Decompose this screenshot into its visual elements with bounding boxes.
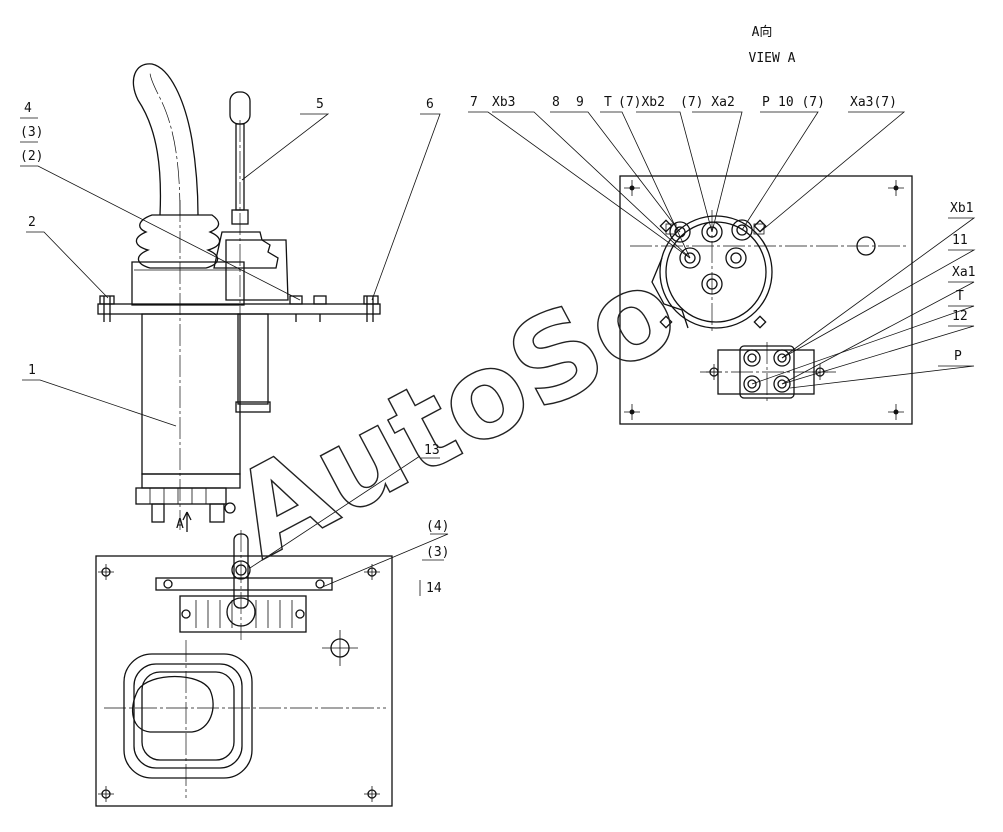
- label-3-upper: (3): [20, 125, 43, 140]
- label-7: 7: [470, 95, 478, 110]
- view-a-leaders: [468, 111, 976, 389]
- label-14: 14: [426, 581, 442, 596]
- label-5: 5: [316, 97, 324, 112]
- corner-holes-top-view: [98, 564, 380, 802]
- label-xb1: Xb1: [950, 201, 973, 216]
- side-view-leaders: [20, 113, 441, 459]
- label-p-top: P: [762, 95, 770, 110]
- view-title-cn: A向: [752, 24, 773, 40]
- label-xb3: Xb3: [492, 95, 515, 110]
- flange-ports: [665, 219, 765, 295]
- label-7-xa2: (7) Xa2: [680, 95, 735, 110]
- section-mark: A: [176, 517, 184, 532]
- label-1: 1: [28, 363, 36, 378]
- label-8: 8: [552, 95, 560, 110]
- label-xa3-7: Xa3(7): [850, 95, 897, 110]
- label-9: 9: [576, 95, 584, 110]
- label-xa1: Xa1: [952, 265, 975, 280]
- label-p-right: P: [954, 349, 962, 364]
- label-13: 13: [424, 443, 440, 458]
- top-view-leaders: [249, 455, 449, 596]
- label-2: 2: [28, 215, 36, 230]
- label-11: 11: [952, 233, 968, 248]
- view-title-en: VIEW A: [749, 51, 796, 66]
- corner-marks-view-a: [624, 180, 904, 420]
- label-7-xb2: (7)Xb2: [618, 95, 665, 110]
- label-4-upper: 4: [24, 101, 32, 116]
- label-2-upper: (2): [20, 149, 43, 164]
- watermark: AutoSo: [210, 238, 698, 585]
- label-4-lower: (4): [426, 519, 449, 534]
- label-t-top: T: [604, 95, 612, 110]
- label-3-lower: (3): [426, 545, 449, 560]
- view-a: [619, 175, 913, 425]
- side-view: A: [97, 63, 381, 532]
- label-t-right: T: [956, 289, 964, 304]
- label-12: 12: [952, 309, 968, 324]
- top-view: [95, 530, 393, 807]
- label-10-7: 10 (7): [778, 95, 825, 110]
- label-6: 6: [426, 97, 434, 112]
